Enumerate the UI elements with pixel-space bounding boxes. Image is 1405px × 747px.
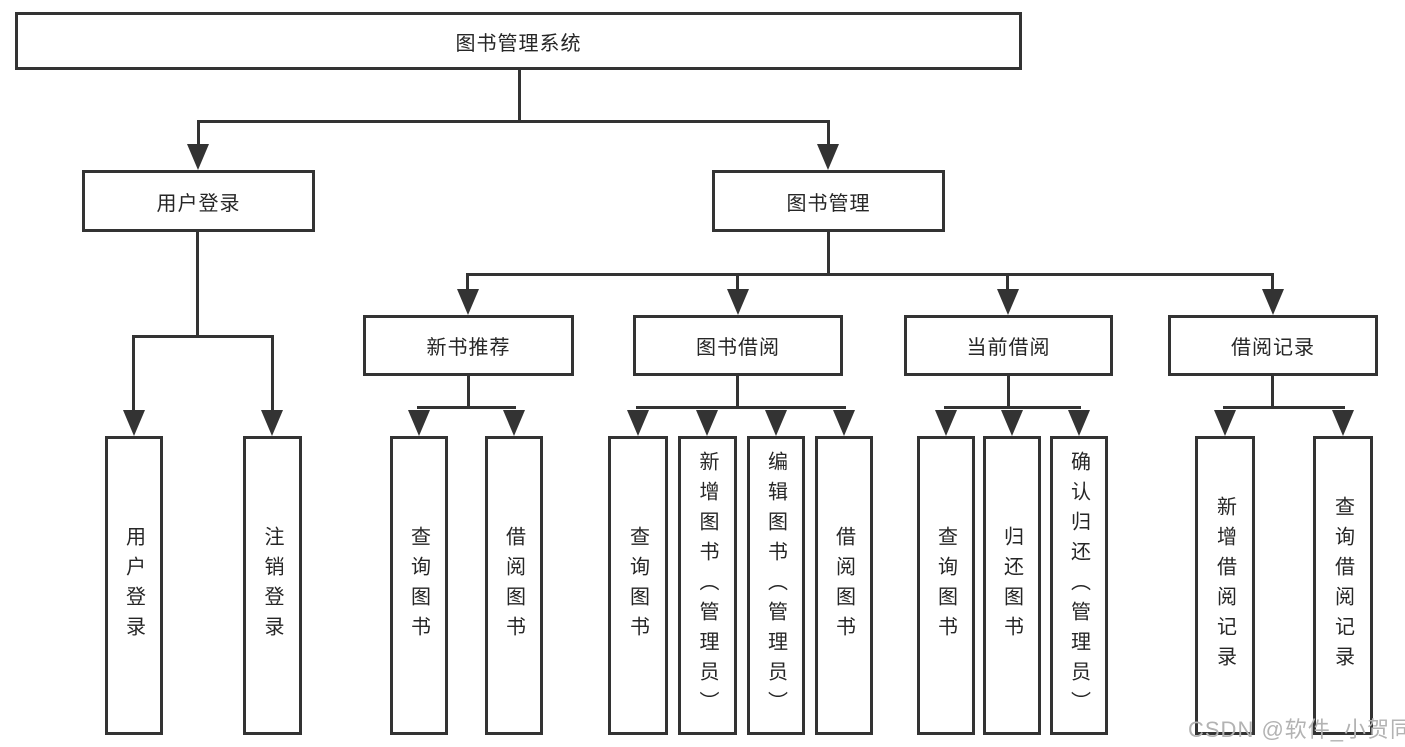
leaf-borrow-books-1: 借阅图书 [485,436,543,735]
arrow-down-icon [935,410,957,436]
arrow-down-icon [1068,410,1090,436]
leaf-logout: 注销登录 [243,436,302,735]
arrow-down-icon [408,410,430,436]
connector-login-stem [196,232,199,338]
leaf-query-books-1: 查询图书 [390,436,448,735]
node-user-login-label: 用户登录 [156,192,241,215]
leaf-confirm-return-admin: 确认归还（管理员） [1050,436,1108,735]
connector-root-stem [518,70,521,123]
node-user-login: 用户登录 [82,170,315,232]
arrow-down-icon [696,410,718,436]
arrow-down-icon [1332,410,1354,436]
connector-mgmt-stem [827,232,830,276]
connector-leaf-shaft [132,335,135,415]
node-book-management-label: 图书管理 [786,192,871,215]
connector-l1-hline [197,120,830,123]
arrow-down-icon [627,410,649,436]
leaf-user-login: 用户登录 [105,436,163,735]
leaf-borrow-books-1-label: 借阅图书 [502,525,525,646]
leaf-query-books-1-label: 查询图书 [407,525,430,646]
leaf-return-book: 归还图书 [983,436,1041,735]
leaf-return-book-label: 归还图书 [1000,525,1023,646]
arrow-down-icon [123,410,145,436]
arrow-down-icon [1214,410,1236,436]
leaf-add-book-admin: 新增图书（管理员） [678,436,737,735]
arrow-down-icon [503,410,525,436]
csdn-watermark: CSDN @软件_小贺同学 [1188,717,1405,742]
arrow-down-icon [1262,289,1284,315]
leaf-query-borrow-record: 查询借阅记录 [1313,436,1373,735]
node-book-borrow: 图书借阅 [633,315,843,376]
connector-stem [1007,376,1010,409]
arrow-down-icon [833,410,855,436]
connector-hline [636,406,846,409]
arrow-down-icon [261,410,283,436]
leaf-edit-book-admin-label: 编辑图书（管理员） [764,450,787,721]
connector-stem [1271,376,1274,409]
connector-hline [944,406,1081,409]
leaf-query-books-3-label: 查询图书 [934,525,957,646]
connector-l3-shaft [466,273,469,293]
connector-hline [1223,406,1345,409]
leaf-query-borrow-record-label: 查询借阅记录 [1331,495,1354,676]
connector-l3-shaft [736,273,739,293]
leaf-query-books-3: 查询图书 [917,436,975,735]
leaf-add-borrow-record: 新增借阅记录 [1195,436,1255,735]
node-root-label: 图书管理系统 [455,32,582,55]
connector-login-hline [132,335,274,338]
leaf-add-book-admin-label: 新增图书（管理员） [696,450,718,721]
connector-book-mgmt-shaft [827,120,830,150]
node-current-borrow: 当前借阅 [904,315,1113,376]
connector-user-login-shaft [197,120,200,150]
node-current-borrow-label: 当前借阅 [966,337,1051,359]
arrow-down-icon [1001,410,1023,436]
node-book-management: 图书管理 [712,170,945,232]
node-borrow-records-label: 借阅记录 [1231,337,1315,359]
connector-leaf-shaft [271,335,274,415]
node-new-book-recommend: 新书推荐 [363,315,574,376]
node-root: 图书管理系统 [15,12,1022,70]
arrow-down-icon [997,289,1019,315]
leaf-add-borrow-record-label: 新增借阅记录 [1213,495,1236,676]
connector-l3-shaft [1006,273,1009,293]
node-book-borrow-label: 图书借阅 [696,337,780,359]
leaf-user-login-label: 用户登录 [122,525,145,646]
connector-stem [467,376,470,409]
connector-stem [736,376,739,409]
leaf-borrow-books-2-label: 借阅图书 [832,525,855,646]
arrow-down-icon [765,410,787,436]
leaf-confirm-return-admin-label: 确认归还（管理员） [1067,450,1090,721]
leaf-borrow-books-2: 借阅图书 [815,436,873,735]
connector-l3-shaft [1271,273,1274,293]
leaf-edit-book-admin: 编辑图书（管理员） [747,436,805,735]
node-new-book-recommend-label: 新书推荐 [426,337,511,359]
node-borrow-records: 借阅记录 [1168,315,1378,376]
leaf-query-books-2: 查询图书 [608,436,668,735]
connector-l3-hline [466,273,1274,276]
arrow-down-icon [187,144,209,170]
leaf-logout-label: 注销登录 [261,525,283,646]
leaf-query-books-2-label: 查询图书 [626,525,649,646]
arrow-down-icon [727,289,749,315]
arrow-down-icon [817,144,839,170]
connector-hline [417,406,516,409]
arrow-down-icon [457,289,479,315]
